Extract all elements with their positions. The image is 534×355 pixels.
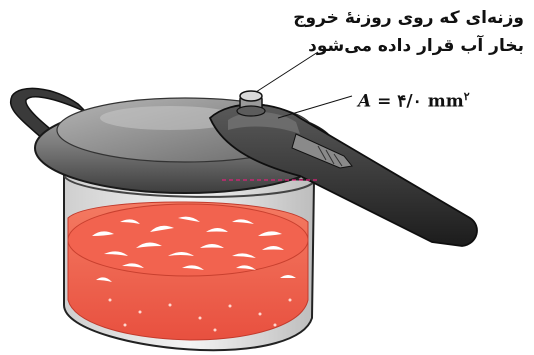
weight-leader-line — [256, 52, 318, 92]
formula-unit: mm — [428, 92, 464, 112]
annotation-line-2: بخار آب قرار داده می‌شود — [308, 36, 524, 56]
pressure-weight-icon — [237, 91, 265, 116]
annotation-line-1: وزنه‌ای که روی روزنهٔ خروج — [293, 8, 524, 28]
formula-variable: A — [358, 92, 371, 112]
food-contents — [68, 202, 308, 340]
area-leader-line — [278, 96, 352, 118]
area-formula: A = ۴/۰ mm۲ — [358, 90, 470, 112]
formula-value: ۴/۰ — [397, 92, 421, 112]
formula-exponent: ۲ — [464, 90, 470, 103]
formula-equals: = — [377, 92, 391, 112]
